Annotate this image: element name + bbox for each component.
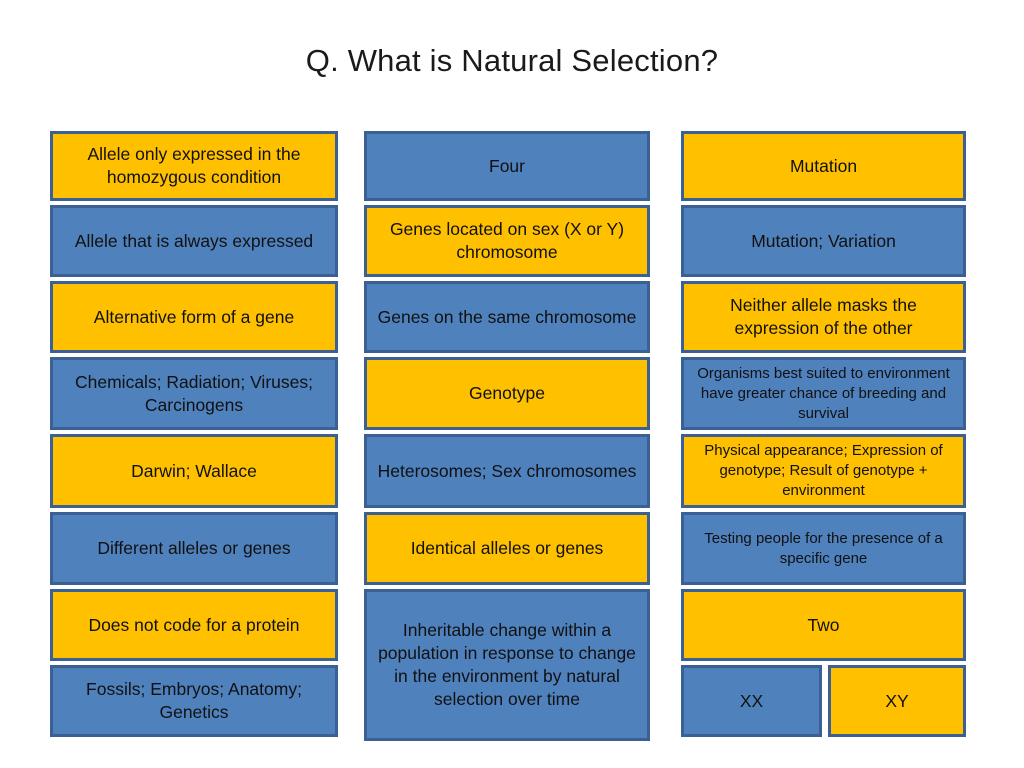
answer-box[interactable]: Alternative form of a gene [50, 281, 338, 353]
answer-column-3: Mutation Mutation; Variation Neither all… [681, 131, 966, 737]
answer-box[interactable]: Four [364, 131, 650, 201]
answer-split-row: XX XY [681, 665, 966, 737]
answer-box[interactable]: Physical appearance; Expression of genot… [681, 434, 966, 508]
answer-box[interactable]: Different alleles or genes [50, 512, 338, 585]
answer-box-xx[interactable]: XX [681, 665, 822, 737]
answer-column-2: Four Genes located on sex (X or Y) chrom… [364, 131, 650, 741]
answer-box[interactable]: Fossils; Embryos; Anatomy; Genetics [50, 665, 338, 737]
answer-box[interactable]: Mutation [681, 131, 966, 201]
answer-box[interactable]: Identical alleles or genes [364, 512, 650, 585]
answer-column-1: Allele only expressed in the homozygous … [50, 131, 338, 737]
answer-box[interactable]: Genotype [364, 357, 650, 430]
answer-box[interactable]: Inheritable change within a population i… [364, 589, 650, 741]
page-title: Q. What is Natural Selection? [305, 43, 719, 78]
answer-box-xy[interactable]: XY [828, 665, 966, 737]
answer-box[interactable]: Testing people for the presence of a spe… [681, 512, 966, 585]
answer-box[interactable]: Does not code for a protein [50, 589, 338, 661]
answer-box[interactable]: Heterosomes; Sex chromosomes [364, 434, 650, 508]
answer-box[interactable]: Chemicals; Radiation; Viruses; Carcinoge… [50, 357, 338, 430]
answer-box[interactable]: Organisms best suited to environment hav… [681, 357, 966, 430]
answer-box[interactable]: Allele only expressed in the homozygous … [50, 131, 338, 201]
answer-box[interactable]: Allele that is always expressed [50, 205, 338, 277]
answer-box[interactable]: Two [681, 589, 966, 661]
answer-box[interactable]: Genes on the same chromosome [364, 281, 650, 353]
answer-box[interactable]: Darwin; Wallace [50, 434, 338, 508]
answer-box[interactable]: Mutation; Variation [681, 205, 966, 277]
answer-box[interactable]: Genes located on sex (X or Y) chromosome [364, 205, 650, 277]
answer-box[interactable]: Neither allele masks the expression of t… [681, 281, 966, 353]
